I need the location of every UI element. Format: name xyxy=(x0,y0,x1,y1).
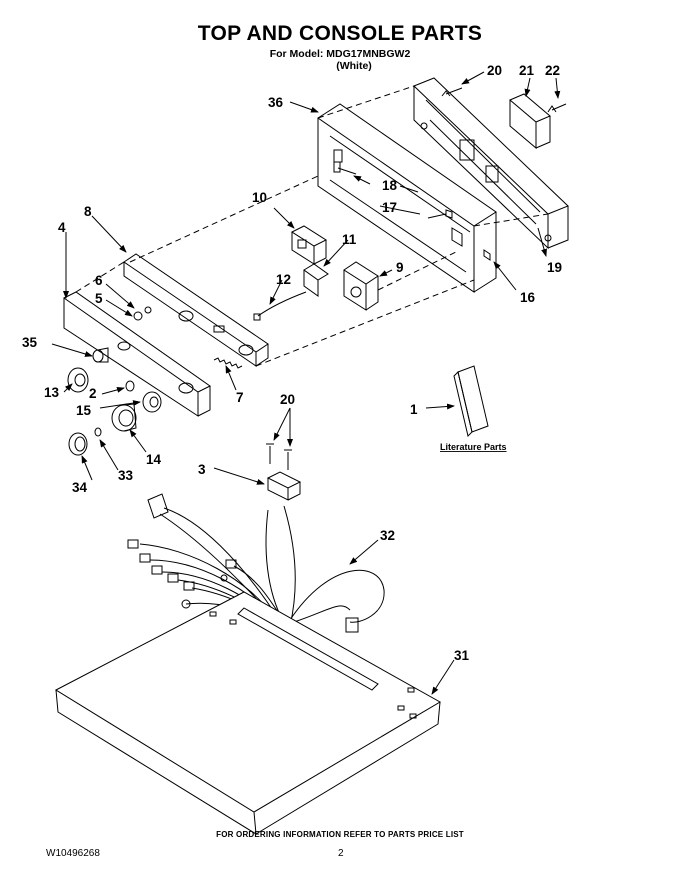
screws-20-lower xyxy=(266,443,292,470)
callout-13: 13 xyxy=(44,385,60,400)
control-overlay-panel xyxy=(63,291,211,417)
callout-6: 6 xyxy=(95,273,103,288)
color-line: (White) xyxy=(336,60,372,72)
console-front-panel xyxy=(123,253,269,367)
callout-32: 32 xyxy=(380,528,395,543)
callout-35: 35 xyxy=(22,335,38,350)
screw-20-top xyxy=(441,87,463,97)
callout-9: 9 xyxy=(396,260,404,275)
callout-31: 31 xyxy=(454,648,470,663)
callout-1: 1 xyxy=(410,402,418,417)
callout-12: 12 xyxy=(276,272,291,287)
callout-5: 5 xyxy=(95,291,103,306)
callout-34: 34 xyxy=(72,480,88,495)
literature-parts-label: Literature Parts xyxy=(440,442,507,452)
timer-9 xyxy=(343,261,379,311)
literature-packet xyxy=(453,365,489,437)
dryer-top-panel xyxy=(54,591,442,835)
clip-5 xyxy=(133,311,143,321)
callout-3: 3 xyxy=(198,462,206,477)
control-board xyxy=(509,93,551,150)
callout-2: 2 xyxy=(89,386,97,401)
terminal-block-3 xyxy=(266,471,302,501)
ordering-note: FOR ORDERING INFORMATION REFER TO PARTS … xyxy=(216,830,464,839)
callout-20-lower: 20 xyxy=(280,392,295,407)
clip-6 xyxy=(144,306,152,314)
leader-lines xyxy=(51,71,561,695)
document-id: W10496268 xyxy=(46,848,100,859)
callout-11: 11 xyxy=(342,232,357,247)
knob-cap-34 xyxy=(68,432,88,456)
spring-7 xyxy=(213,357,243,369)
callout-8: 8 xyxy=(84,204,92,219)
page-number: 2 xyxy=(338,848,344,859)
callout-20-top: 20 xyxy=(487,63,502,78)
screw-22 xyxy=(547,103,567,113)
callout-19: 19 xyxy=(547,260,562,275)
callout-15: 15 xyxy=(76,403,92,418)
knob-35 xyxy=(92,347,109,363)
spacer-2 xyxy=(125,380,135,392)
screw-17 xyxy=(427,209,453,219)
knob-base-15 xyxy=(142,391,162,413)
switch-11 xyxy=(303,263,329,297)
callout-22: 22 xyxy=(545,63,560,78)
callout-14: 14 xyxy=(146,452,162,467)
page-title: TOP AND CONSOLE PARTS xyxy=(197,22,483,45)
rear-mounting-bracket xyxy=(413,77,569,250)
knob-13 xyxy=(67,367,89,393)
model-line: For Model: MDG17MNBGW2 xyxy=(269,48,411,60)
callout-17: 17 xyxy=(382,200,397,215)
callout-16: 16 xyxy=(520,290,536,305)
callout-10: 10 xyxy=(252,190,267,205)
knob-14 xyxy=(111,403,137,432)
callout-36: 36 xyxy=(268,95,284,110)
clip-33 xyxy=(94,427,102,437)
callout-33: 33 xyxy=(118,468,134,483)
wire-harness-12 xyxy=(253,291,307,321)
screw-18 xyxy=(333,161,357,175)
switch-10 xyxy=(290,225,328,265)
callout-18: 18 xyxy=(382,178,398,193)
callout-4: 4 xyxy=(58,220,66,235)
callout-21: 21 xyxy=(519,63,535,78)
alignment-lines xyxy=(75,85,549,367)
callout-7: 7 xyxy=(236,390,244,405)
